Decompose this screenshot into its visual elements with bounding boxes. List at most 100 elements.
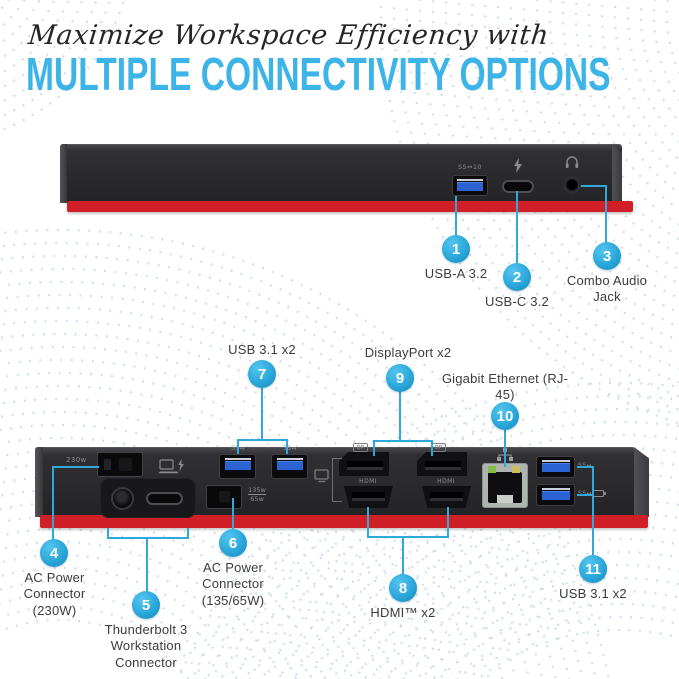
- headphone-icon: [565, 156, 579, 168]
- callout-2-label: USB-C 3.2: [485, 294, 549, 309]
- hdmi-slot: [352, 492, 385, 501]
- leader-line: [605, 185, 607, 244]
- callout-4-label: AC Power Connector (230W): [23, 570, 86, 618]
- hdmi-slot: [430, 492, 463, 501]
- callout-7-label: USB 3.1 x2: [228, 342, 296, 357]
- callout-3-circle: 3: [593, 242, 621, 270]
- monitor-icon: [314, 469, 329, 483]
- leader-line: [373, 440, 433, 442]
- ethernet-green-led: [488, 466, 496, 473]
- leader-line: [431, 442, 433, 456]
- marking-65w: 65w: [248, 494, 266, 504]
- marking-135w: 135w: [248, 486, 266, 494]
- callout-9-label: DisplayPort x2: [364, 345, 452, 360]
- power-port-pin: [104, 459, 111, 470]
- ac-power-port-135w: [206, 485, 242, 509]
- callout-5-circle: 5: [132, 591, 160, 619]
- power-port-socket: [119, 458, 132, 471]
- callout-9-number: 9: [395, 369, 405, 387]
- callout-10-label: Gigabit Ethernet (RJ-45): [441, 371, 569, 403]
- usb-speed-marking: SS↔: [578, 462, 592, 469]
- usb-a-contacts: [225, 458, 251, 460]
- hdmi-marking: HDMI: [359, 478, 377, 485]
- usb-speed-marking: SS↔: [578, 490, 592, 497]
- displayport-badge: DP: [353, 443, 368, 452]
- usb-a-contacts: [542, 460, 570, 462]
- leader-line: [367, 536, 449, 538]
- thunderbolt-icon: [514, 158, 522, 173]
- front-dock-left-facet: [60, 144, 67, 203]
- leader-line: [261, 388, 263, 441]
- power-230w-marking: 230w: [66, 456, 87, 464]
- callout-3-label: Combo Audio Jack: [566, 273, 648, 305]
- front-dock-red-base: [67, 201, 633, 212]
- leader-line: [581, 185, 607, 187]
- usb-a-tongue: [457, 182, 483, 191]
- leader-line: [286, 441, 288, 454]
- usb-a-contacts: [542, 488, 570, 490]
- callout-6-number: 6: [228, 534, 238, 552]
- group-bracket-line: [332, 458, 333, 502]
- group-bracket-line: [332, 501, 342, 502]
- audio-jack-port: [563, 176, 581, 194]
- leader-line: [592, 466, 594, 556]
- displayport-slot: [347, 461, 383, 470]
- callout-6-circle: 6: [219, 529, 247, 557]
- callout-11-label: USB 3.1 x2: [559, 586, 627, 601]
- leader-line: [52, 466, 99, 468]
- callout-10-number: 10: [496, 407, 514, 425]
- callout-1-number: 1: [451, 240, 461, 258]
- callout-5-number: 5: [141, 596, 151, 614]
- leader-line: [146, 537, 148, 592]
- battery-icon: [592, 490, 606, 497]
- callout-9-circle: 9: [386, 364, 414, 392]
- power-135-65w-marking: 135w 65w: [243, 486, 271, 504]
- callout-1-circle: 1: [442, 235, 470, 263]
- leader-line: [577, 494, 594, 496]
- usb-a-speed-marking: SS↔10: [458, 163, 482, 171]
- callout-8-label: HDMI™ x2: [370, 605, 436, 620]
- header-script-line: Maximize Workspace Efficiency with: [26, 20, 551, 51]
- leader-line: [237, 439, 288, 441]
- callout-4-circle: 4: [40, 539, 68, 567]
- callout-7-circle: 7: [248, 360, 276, 388]
- ethernet-clip-notch: [497, 495, 513, 503]
- rear-dock-red-base: [40, 515, 648, 528]
- callout-4-number: 4: [49, 544, 59, 562]
- callout-8-number: 8: [398, 579, 408, 597]
- group-bracket-line: [332, 458, 342, 459]
- leader-line: [577, 466, 594, 468]
- callout-11-circle: 11: [579, 555, 607, 583]
- callout-2-circle: 2: [503, 263, 531, 291]
- usb-a-contacts: [457, 179, 483, 181]
- callout-11-number: 11: [585, 560, 601, 578]
- callout-2-number: 2: [512, 268, 522, 286]
- workstation-bolt-icon: [158, 459, 184, 474]
- callout-8-circle: 8: [389, 574, 417, 602]
- front-dock-right-facet: [612, 144, 622, 203]
- usb-a-tongue: [542, 491, 570, 500]
- leader-line: [504, 429, 506, 467]
- usb-a-contacts: [277, 458, 303, 460]
- hdmi-marking: HDMI: [437, 478, 455, 485]
- usb-a-tongue: [542, 463, 570, 472]
- leader-line: [399, 391, 401, 442]
- leader-line: [447, 507, 449, 538]
- leader-line: [237, 441, 239, 454]
- callout-7-number: 7: [257, 365, 267, 383]
- page-title: MULTIPLE CONNECTIVITY OPTIONS: [26, 48, 611, 100]
- rear-dock-right-facet: [634, 447, 649, 517]
- leader-line: [516, 191, 518, 265]
- leader-line: [232, 498, 234, 530]
- leader-line: [107, 537, 189, 539]
- callout-1-label: USB-A 3.2: [424, 266, 488, 281]
- leader-line: [402, 536, 404, 575]
- displayport-badge: DP: [431, 443, 446, 452]
- front-dock-body: [60, 144, 622, 203]
- leader-line: [373, 442, 375, 456]
- usb-speed-marking: SS↔: [283, 445, 297, 452]
- usb-a-tongue: [277, 461, 303, 470]
- rear-dock-left-facet: [35, 447, 43, 517]
- leader-line: [107, 528, 109, 539]
